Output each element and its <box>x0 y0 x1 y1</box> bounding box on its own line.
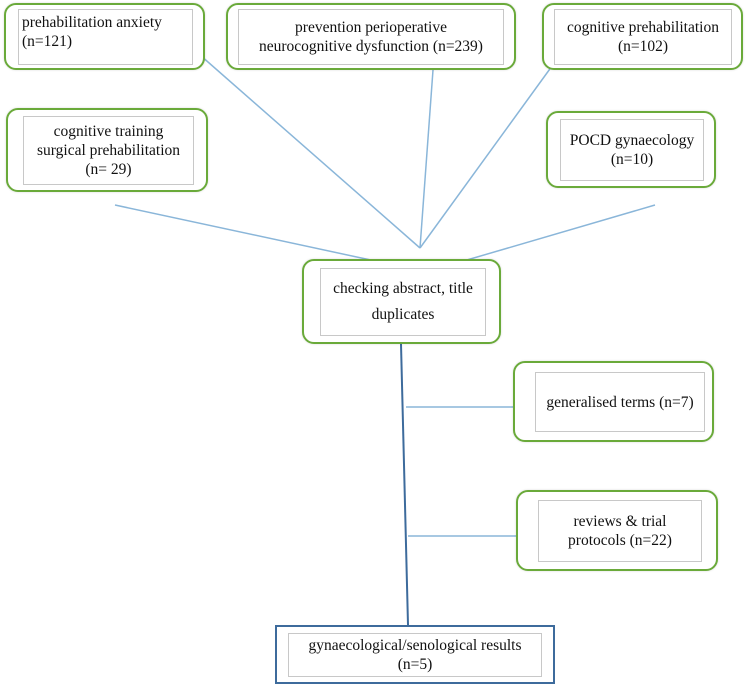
connector-cognitive-prehab <box>419 54 561 249</box>
connector-cognitive-training <box>114 204 381 263</box>
cognitive-prehab-line1: cognitive prehabilitation <box>567 19 719 36</box>
generalised-line1: generalised terms (n=7) <box>546 393 694 411</box>
cognitive-prehab-line2: (n=102) <box>617 38 669 55</box>
generalised-box: generalised terms (n=7) <box>513 361 714 442</box>
checking-box: checking abstract, title duplicates <box>302 259 501 344</box>
prehab-anxiety-inner: prehabilitation anxiety (n=121) <box>18 9 193 65</box>
checking-line1: checking abstract, title <box>333 280 473 297</box>
prehab-anxiety-line2: (n=121) <box>22 33 73 50</box>
pocd-line2: (n=10) <box>610 151 654 168</box>
prehab-anxiety-box: prehabilitation anxiety (n=121) <box>4 3 205 70</box>
reviews-line2: protocols (n=22) <box>568 532 672 549</box>
prehab-anxiety-line1: prehabilitation anxiety <box>22 14 162 31</box>
reviews-line1: reviews & trial <box>573 513 667 530</box>
final-results-line1: gynaecological/senological results <box>308 637 522 654</box>
cognitive-prehab-inner: cognitive prehabilitation (n=102) <box>554 9 732 65</box>
pocd-box: POCD gynaecology (n=10) <box>546 111 716 188</box>
cognitive-training-line3: (n= 29) <box>85 161 132 178</box>
prevention-box: prevention perioperative neurocognitive … <box>226 3 516 70</box>
reviews-inner: reviews & trial protocols (n=22) <box>538 500 702 562</box>
checking-line2: duplicates <box>371 306 435 323</box>
checking-inner: checking abstract, title duplicates <box>320 268 486 336</box>
cognitive-training-line2: surgical prehabilitation <box>36 142 181 159</box>
generalised-inner: generalised terms (n=7) <box>535 372 705 432</box>
prevention-inner: prevention perioperative neurocognitive … <box>238 9 504 65</box>
cognitive-prehab-box: cognitive prehabilitation (n=102) <box>542 3 743 70</box>
cognitive-training-inner: cognitive training surgical prehabilitat… <box>23 116 194 185</box>
pocd-inner: POCD gynaecology (n=10) <box>560 119 704 181</box>
connector-pocd <box>459 204 656 263</box>
final-results-line2: (n=5) <box>397 656 433 673</box>
prevention-line2: neurocognitive dysfunction (n=239) <box>259 38 483 55</box>
prevention-line1: prevention perioperative <box>295 19 447 36</box>
cognitive-training-line1: cognitive training <box>53 123 164 140</box>
reviews-box: reviews & trial protocols (n=22) <box>516 490 718 571</box>
connector-main-trunk <box>400 343 409 626</box>
connector-prehab-anxiety <box>199 54 421 249</box>
connector-prevention <box>419 69 434 249</box>
cognitive-training-box: cognitive training surgical prehabilitat… <box>6 108 208 192</box>
pocd-line1: POCD gynaecology <box>569 132 695 149</box>
final-results-inner: gynaecological/senological results (n=5) <box>288 633 542 677</box>
final-results-box: gynaecological/senological results (n=5) <box>275 625 555 684</box>
